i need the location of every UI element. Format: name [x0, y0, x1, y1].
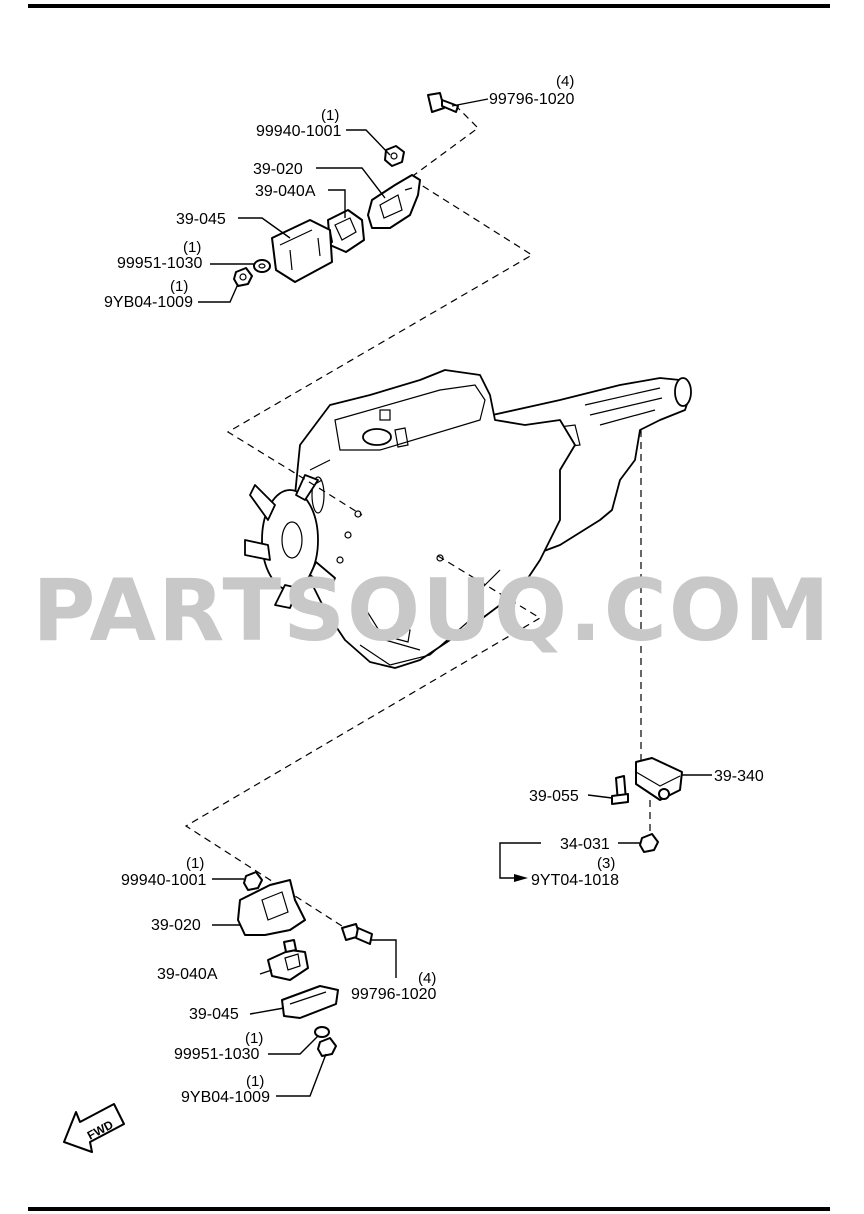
engine-mount-icon	[327, 209, 365, 253]
top-bolt-label: 99796-1020	[489, 91, 575, 108]
engine-assembly-icon	[244, 369, 692, 669]
bottom-rule	[28, 1207, 830, 1211]
washer-icon	[314, 1026, 330, 1038]
nut-icon	[243, 871, 263, 891]
rear-nut-alt-label: 9YT04-1018	[531, 872, 619, 889]
rear-bolt-label: 39-055	[529, 788, 579, 805]
arrow-head-icon	[514, 874, 528, 882]
bot-bolt-label: 99796-1020	[351, 986, 437, 1003]
nut-icon	[384, 145, 405, 167]
bolt-icon	[341, 923, 373, 945]
top-bracket-label: 39-020	[253, 161, 303, 178]
bottom-mount-parts	[237, 871, 373, 1057]
bolt-icon	[427, 92, 459, 113]
top-locknut-qty: (1)	[170, 278, 188, 295]
engine-mount-icon	[267, 949, 309, 981]
washer-icon	[253, 259, 271, 273]
bot-locknut-label: 9YB04-1009	[181, 1089, 270, 1106]
bot-mount-label: 39-040A	[157, 966, 218, 983]
bot-bracket-label: 39-020	[151, 917, 201, 934]
bot-nut-label: 99940-1001	[121, 872, 207, 889]
cooling-fan-icon	[244, 474, 336, 609]
top-mount-label: 39-040A	[255, 183, 316, 200]
bot-nut-qty: (1)	[186, 855, 204, 872]
top-bolt-qty: (4)	[556, 73, 574, 90]
mount-cover-icon	[271, 219, 333, 283]
mount-cover-icon	[281, 985, 339, 1019]
leader-lines	[198, 98, 712, 1097]
bot-bolt-qty: (4)	[418, 970, 436, 987]
rear-mount-icon	[635, 757, 683, 801]
top-nut-label: 99940-1001	[256, 123, 342, 140]
top-rule	[28, 4, 830, 8]
bottom-alignment-line	[184, 555, 542, 929]
bot-washer-label: 99951-1030	[174, 1046, 260, 1063]
bot-washer-qty: (1)	[245, 1030, 263, 1047]
rear-nut-icon	[639, 833, 659, 853]
top-alignment-line	[226, 104, 534, 516]
top-washer-qty: (1)	[183, 239, 201, 256]
rear-nut-alt-qty: (3)	[597, 855, 615, 872]
bot-locknut-qty: (1)	[246, 1073, 264, 1090]
rear-nut-label: 34-031	[560, 836, 610, 853]
locknut-icon	[317, 1037, 337, 1057]
rear-mount-parts	[611, 757, 683, 853]
top-nut-qty: (1)	[321, 107, 339, 124]
bot-cover-label: 39-045	[189, 1006, 239, 1023]
fwd-arrow-icon: FWD	[63, 1103, 125, 1153]
watermark-text: PARTSOUQ.COM	[32, 561, 831, 661]
bracket-icon	[367, 174, 421, 229]
bracket-icon	[237, 879, 306, 936]
callout-labels: (4) 99796-1020 (1) 99940-1001 39-020 39-…	[104, 73, 764, 1106]
top-locknut-label: 9YB04-1009	[104, 294, 193, 311]
top-cover-label: 39-045	[176, 211, 226, 228]
locknut-icon	[233, 267, 253, 287]
top-washer-label: 99951-1030	[117, 255, 203, 272]
rear-mount-label: 39-340	[714, 768, 764, 785]
